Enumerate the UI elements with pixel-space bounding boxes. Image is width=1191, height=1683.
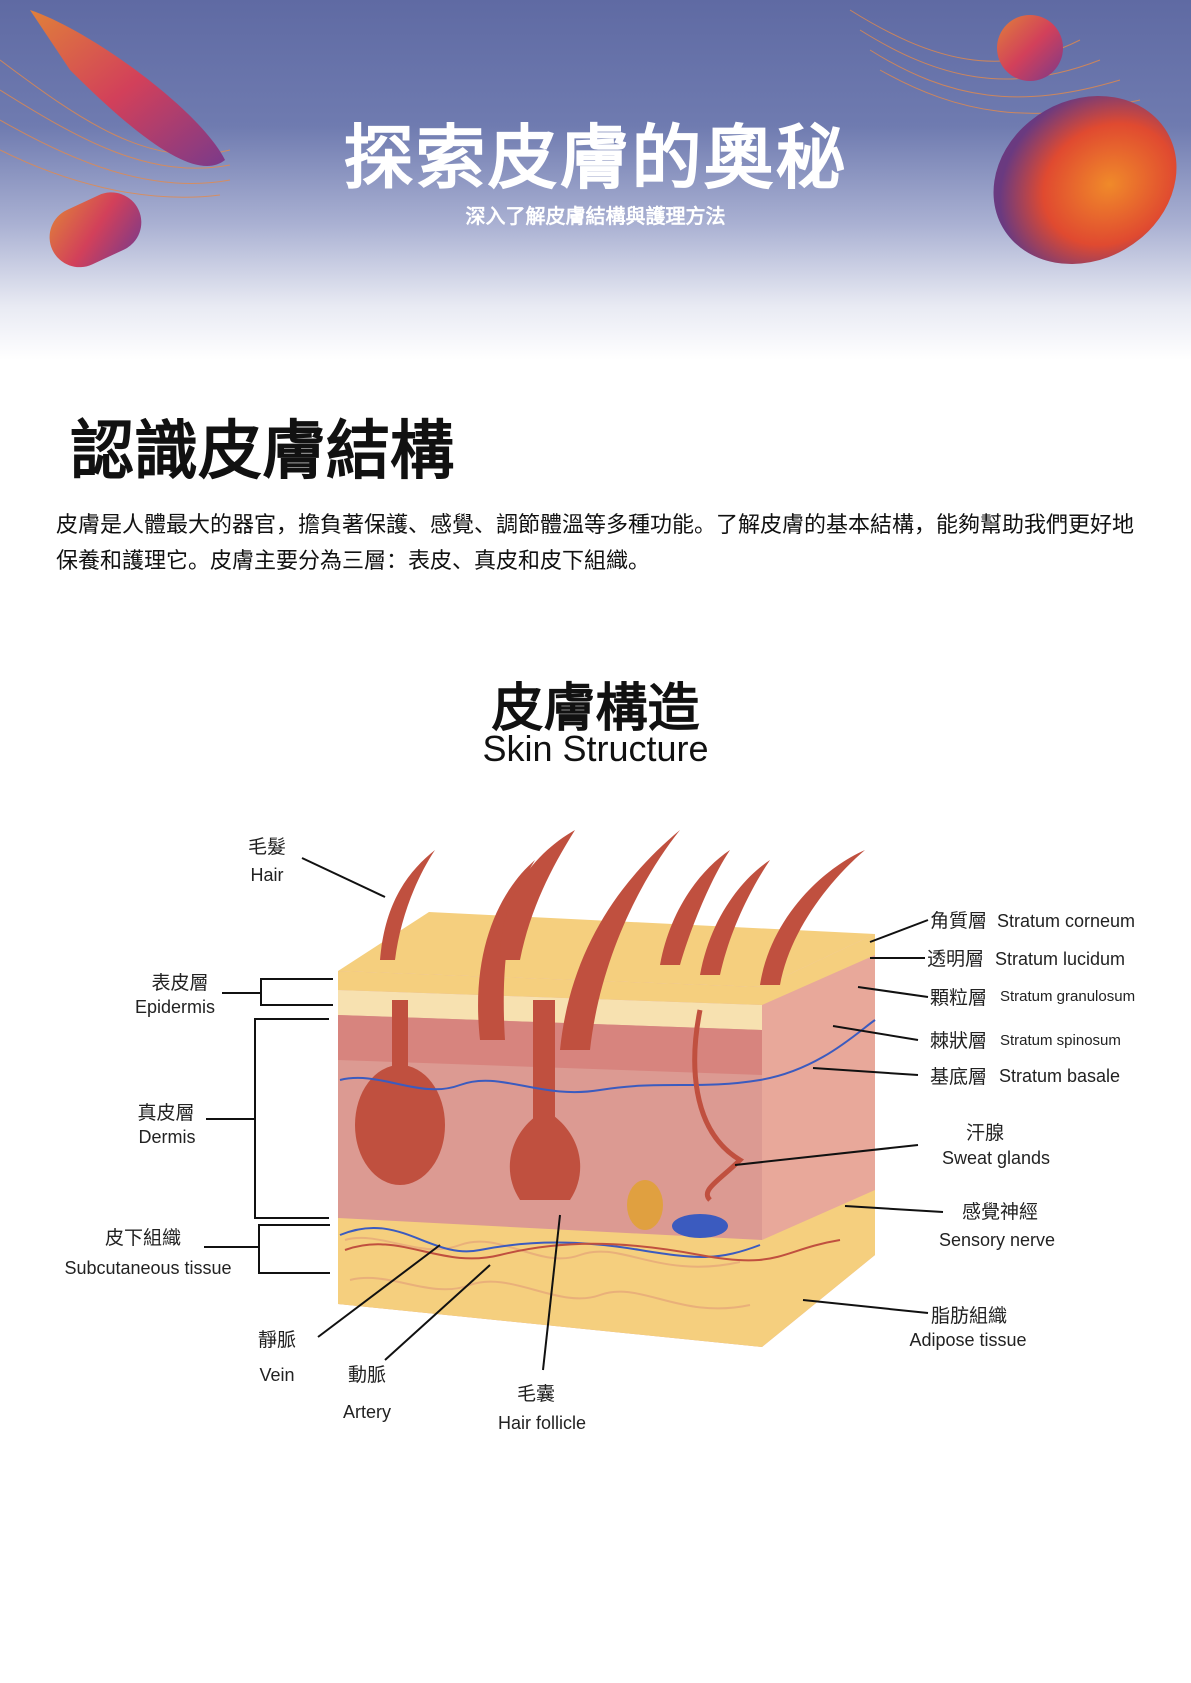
label-epidermis-en: Epidermis: [135, 997, 215, 1017]
diagram-title: 皮膚構造: [491, 679, 700, 739]
label-dermis-zh: 真皮層: [137, 1102, 194, 1124]
label-nerve-zh: 感覺神經: [962, 1201, 1038, 1223]
label-nerve-en: Sensory nerve: [939, 1230, 1055, 1250]
label-follicle-zh: 毛囊: [517, 1383, 555, 1405]
label-hair-zh: 毛髮: [248, 836, 286, 858]
label-basale-zh: 基底層: [930, 1066, 987, 1088]
label-basale-en: Stratum basale: [999, 1066, 1120, 1086]
label-spinosum-en: Stratum spinosum: [1000, 1032, 1121, 1049]
intro-paragraph: 皮膚是人體最大的器官，擔負著保護、感覺、調節體溫等多種功能。了解皮膚的基本結構，…: [56, 513, 1135, 574]
label-corneum-en: Stratum corneum: [997, 911, 1135, 931]
label-artery-en: Artery: [343, 1402, 391, 1422]
label-sweat-en: Sweat glands: [942, 1148, 1050, 1168]
blob-shape: [30, 10, 225, 166]
label-adipose-en: Adipose tissue: [909, 1330, 1026, 1350]
label-corneum-zh: 角質層: [930, 910, 987, 932]
label-follicle-en: Hair follicle: [498, 1413, 586, 1433]
hero-banner: 探索皮膚的奧秘 深入了解皮膚結構與護理方法: [0, 0, 1191, 360]
page-title: 探索皮膚的奧秘: [343, 117, 848, 199]
label-lucidum-en: Stratum lucidum: [995, 949, 1125, 969]
label-epidermis-zh: 表皮層: [151, 972, 208, 994]
label-spinosum-zh: 棘狀層: [930, 1030, 987, 1052]
section-heading: 認識皮膚結構: [70, 415, 454, 489]
page-subtitle: 深入了解皮膚結構與護理方法: [465, 204, 726, 228]
skin-block-illustration: [338, 830, 876, 1347]
label-artery-zh: 動脈: [348, 1364, 386, 1386]
label-dermis-en: Dermis: [139, 1127, 196, 1147]
decorative-shapes: [0, 9, 1177, 268]
label-subcutaneous-en: Subcutaneous tissue: [64, 1258, 231, 1278]
label-granulosum-en: Stratum granulosum: [1000, 988, 1135, 1005]
label-vein-en: Vein: [259, 1365, 294, 1385]
label-vein-zh: 靜脈: [258, 1329, 296, 1351]
label-adipose-zh: 脂肪組織: [931, 1305, 1007, 1327]
label-hair-en: Hair: [250, 865, 283, 885]
leader-lines: [204, 857, 944, 1371]
label-subcutaneous-zh: 皮下組織: [105, 1227, 181, 1249]
label-granulosum-zh: 顆粒層: [930, 987, 987, 1009]
label-lucidum-zh: 透明層: [927, 948, 984, 970]
label-sweat-zh: 汗腺: [966, 1122, 1004, 1144]
diagram-subtitle: Skin Structure: [482, 728, 709, 769]
